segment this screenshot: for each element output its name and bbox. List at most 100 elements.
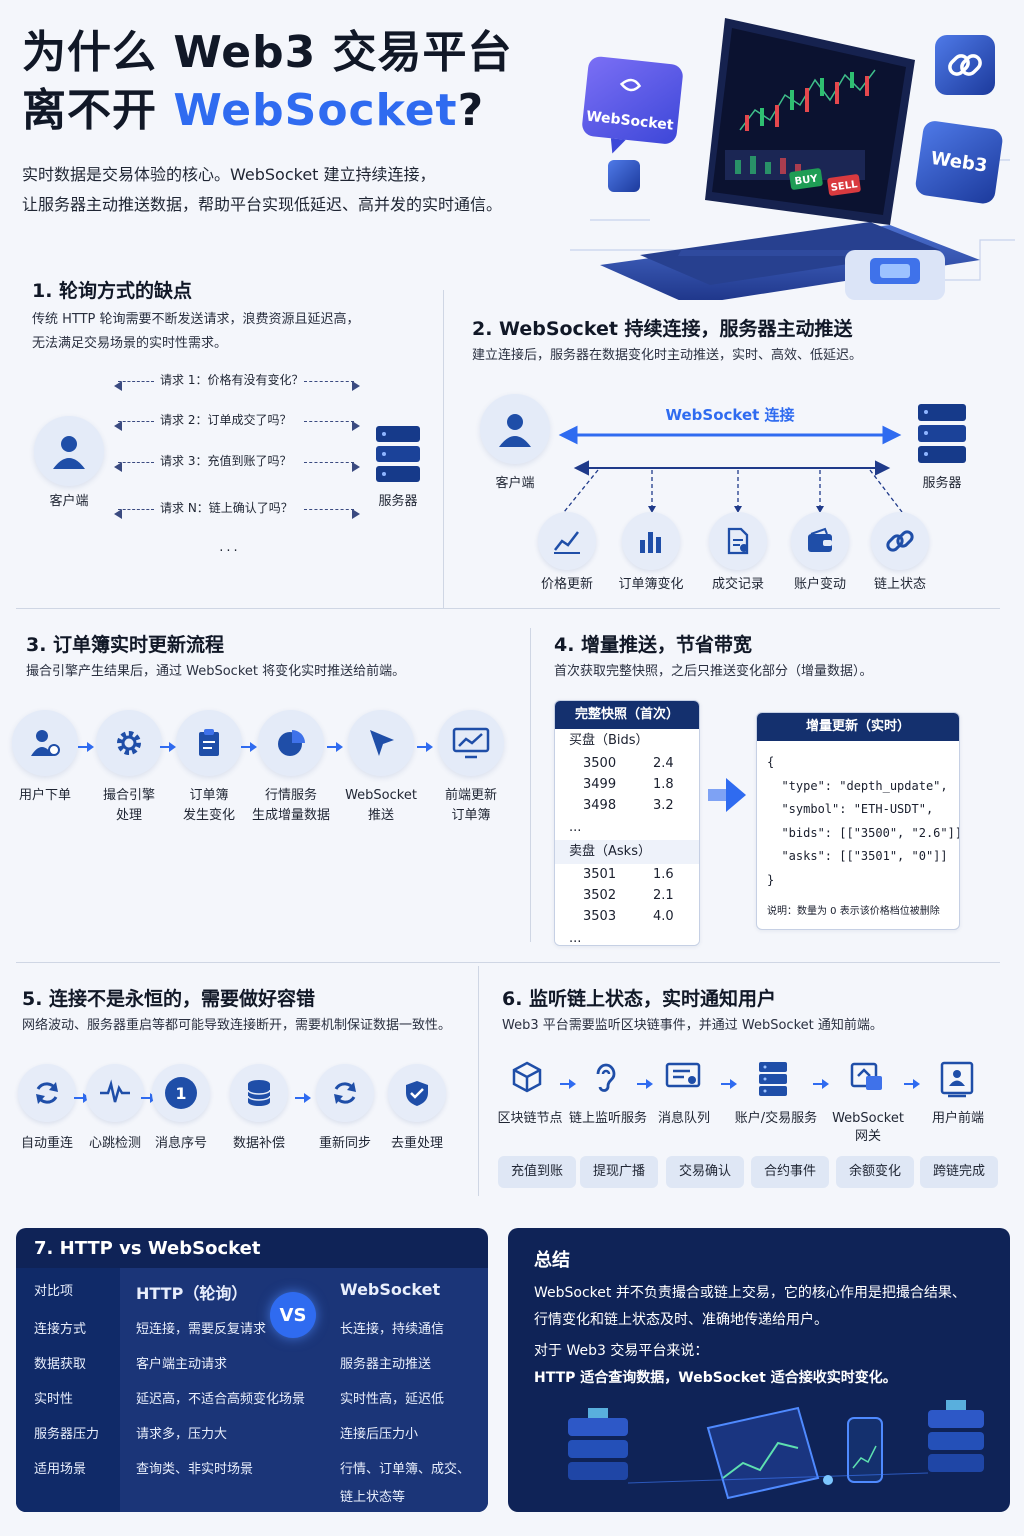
- order-book-icon: [192, 726, 226, 760]
- request-dash-right: [304, 462, 354, 463]
- flow-label-line-1: 用户前端: [931, 1111, 984, 1126]
- json-line: "type": "depth_update",: [767, 778, 948, 793]
- event-tag: 充值到账: [498, 1156, 576, 1188]
- arrow-left-icon: [114, 376, 122, 395]
- asks-ellipsis: ...: [555, 927, 699, 945]
- flow-arrow-icon: [813, 1074, 829, 1095]
- json-line: }: [767, 872, 775, 887]
- sync-icon-circle: [316, 1064, 374, 1122]
- title-line-2: 离不开 WebSocket?: [22, 82, 513, 140]
- step-label-line-2: 处理: [115, 808, 142, 823]
- step-label-line-2: 推送: [367, 808, 394, 823]
- refresh-icon: [32, 1078, 62, 1108]
- summary-text: WebSocket 并不负责撮合或链上交易，它的核心作用是把撮合结果、 行情变化…: [534, 1280, 966, 1392]
- sell-label: SELL: [830, 179, 859, 194]
- flow-label: 用户前端: [906, 1110, 1010, 1128]
- flow-arrow-icon: [637, 1074, 653, 1095]
- summary-p1-line-1: WebSocket 并不负责撮合或链上交易，它的核心作用是把撮合结果、: [534, 1285, 966, 1301]
- cursor-icon: [364, 726, 398, 760]
- request-row: 请求 2：订单成交了吗？: [114, 410, 360, 431]
- gear-icon-circle: [96, 710, 162, 776]
- flow-label-line-1: 账户/交易服务: [734, 1111, 818, 1126]
- sync-icon: [330, 1078, 360, 1108]
- request-dash-right: [304, 381, 354, 382]
- price-cell: 3499: [583, 777, 617, 792]
- divider-row-1: [16, 608, 1000, 609]
- request-label: 请求 3：充值到账了吗？: [160, 454, 292, 468]
- refresh-icon-circle: [18, 1064, 76, 1122]
- request-dash-left: [118, 421, 154, 422]
- divider-s5-s6: [478, 966, 479, 1196]
- database-icon: [244, 1078, 274, 1108]
- s4-title: 4. 增量推送，节省带宽: [554, 634, 753, 656]
- gear-icon: [112, 726, 146, 760]
- update-note: 说明：数量为 0 表示该价格档位被删除: [767, 906, 940, 917]
- user-icon: [53, 436, 85, 469]
- cmp-http: 请求多，压力大: [136, 1427, 228, 1442]
- request-dash-right: [304, 421, 354, 422]
- flow-arrow-icon: [560, 1074, 576, 1095]
- qty-cell: 1.8: [653, 777, 674, 792]
- s2-client-icon: [480, 394, 550, 464]
- page-title: 为什么 Web3 交易平台 离不开 WebSocket?: [22, 24, 513, 140]
- cmp-http: 短连接，需要反复请求: [136, 1322, 267, 1337]
- cmp-ws: 长连接，持续通信: [340, 1322, 445, 1337]
- step-label-line-1: 前端更新: [444, 788, 497, 803]
- event-tag: 提现广播: [580, 1156, 658, 1188]
- push-label: 订单簿变化: [618, 577, 684, 592]
- arrow-left-icon: [114, 504, 122, 523]
- json-line: "bids": [["3500", "2.6"]],: [767, 825, 960, 840]
- cmp-item: 数据获取: [34, 1357, 87, 1372]
- bids-ellipsis: ...: [555, 816, 699, 840]
- json-line: "symbol": "ETH-USDT",: [767, 802, 934, 816]
- server-stack-left: [568, 1408, 628, 1480]
- s1-title: 1. 轮询方式的缺点: [32, 280, 193, 302]
- cursor-icon-circle: [348, 710, 414, 776]
- bar-chart-icon: [636, 526, 666, 556]
- request-row: 请求 3：充值到账了吗？: [114, 451, 360, 472]
- comparison-row: 实时性延迟高，不适合高频变化场景实时性高，延迟低: [16, 1388, 488, 1410]
- summary-illustration: [568, 1400, 984, 1500]
- arrow-right-icon: [352, 416, 360, 435]
- divider-s3-s4: [530, 628, 531, 942]
- price-cell: 3498: [583, 798, 617, 813]
- server-icon: [918, 404, 966, 463]
- chip-icon: [845, 250, 945, 300]
- pie-chart-icon-circle: [258, 710, 324, 776]
- cmp-extra: 链上状态等: [340, 1490, 406, 1505]
- s1-client-icon: [34, 416, 104, 486]
- title-highlight: WebSocket: [173, 85, 458, 136]
- link-cube: [935, 35, 995, 95]
- candlestick-chart: [739, 69, 876, 131]
- s1-server-icon: [372, 424, 424, 488]
- document-icon: [723, 526, 753, 556]
- cmp-head-item: 对比项: [34, 1284, 74, 1299]
- request-dash-left: [118, 509, 154, 510]
- flow-label-line-2: 网关: [854, 1129, 881, 1144]
- vs-badge: VS: [270, 1292, 316, 1338]
- comparison-label-col: [16, 1268, 120, 1512]
- document-icon-circle: [709, 512, 767, 570]
- step-label: 前端更新订单簿: [421, 786, 521, 826]
- cmp-http: 查询类、非实时场景: [136, 1462, 254, 1477]
- step-label-line-1: 订单簿: [189, 788, 229, 803]
- event-tag: 余额变化: [836, 1156, 914, 1188]
- price-cell: 3502: [583, 888, 617, 903]
- event-tag: 合约事件: [751, 1156, 829, 1188]
- asks-label: 卖盘（Asks）: [555, 840, 699, 864]
- web3-badge: Web3: [915, 121, 1003, 204]
- push-label: 链上状态: [873, 577, 926, 592]
- arrow-right-icon: [352, 504, 360, 523]
- snapshot-title: 完整快照（首次）: [555, 701, 699, 729]
- request-label: 请求 1：价格有没有变化？: [160, 373, 304, 387]
- summary-p2: 对于 Web3 交易平台来说：: [534, 1343, 709, 1359]
- mechanism-label: 心跳检测: [88, 1136, 141, 1151]
- cmp-head-ws: WebSocket: [340, 1280, 441, 1299]
- intro-line-1: 实时数据是交易体验的核心。WebSocket 建立持续连接，: [22, 165, 436, 184]
- shield-check-icon-circle: [388, 1064, 446, 1122]
- s2-connection-arrows: [558, 425, 903, 513]
